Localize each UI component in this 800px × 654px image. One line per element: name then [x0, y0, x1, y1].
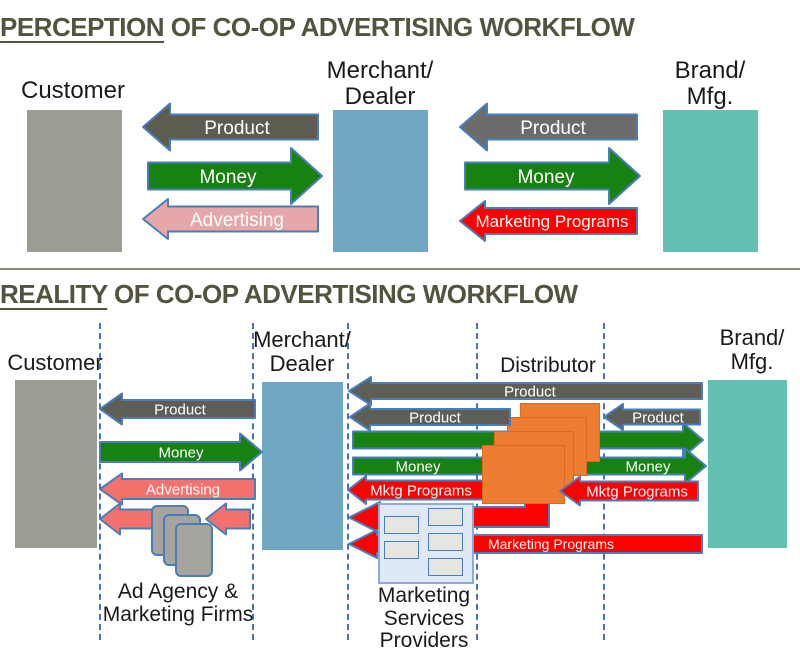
agency-doc-3	[175, 523, 213, 577]
r-product-long-label: Product	[504, 383, 557, 400]
r-mktg-left-label: Mktg Programs	[370, 482, 472, 499]
arrow-p-product-customer	[142, 102, 319, 152]
reality-title: REALITY OF CO-OP ADVERTISING WORKFLOW	[0, 279, 578, 310]
reality-merchant-box	[262, 382, 343, 550]
arrow-r-product-right	[603, 403, 701, 431]
r-money-bl-label: Money	[158, 444, 204, 461]
perception-title-underlined: PERCEPTION	[0, 12, 165, 42]
arrow-r-mktg-right	[559, 475, 699, 507]
reality-merchant-label: Merchant/ Dealer	[253, 327, 351, 376]
arrow-r-advertising-bl	[99, 472, 256, 506]
r-product-bl-label: Product	[154, 401, 207, 418]
r-money-lower-label: Money	[395, 458, 441, 475]
reality-customer-box	[15, 380, 97, 548]
arrow-r-product-mid	[349, 402, 511, 432]
p-product-customer-label: Product	[204, 118, 270, 139]
r-marketing-programs-long-label: Marketing Programs	[488, 536, 614, 552]
ad-agency-label: Ad Agency & Marketing Firms	[102, 580, 254, 626]
arrow-r-product-bl	[99, 392, 256, 426]
arrow-p-advertising	[142, 198, 319, 240]
arrow-p-product-brand	[459, 102, 638, 152]
arrow-r-money-bl	[99, 432, 263, 472]
p-product-brand-label: Product	[520, 118, 586, 139]
r-product-right-label: Product	[632, 409, 685, 426]
marketing-services-label: Marketing Services Providers	[377, 584, 471, 653]
reality-distributor-label: Distributor	[500, 354, 596, 377]
reality-brand-box	[708, 380, 787, 548]
arrow-p-money-brand	[464, 147, 641, 205]
arrow-r-agency-arrow-left	[99, 502, 153, 536]
msp-item-1	[384, 516, 419, 534]
r-product-mid-label: Product	[409, 409, 462, 426]
arrow-p-marketing-programs	[459, 200, 638, 242]
arrow-r-product-long	[348, 376, 703, 406]
reality-title-rest: OF CO-OP ADVERTISING WORKFLOW	[107, 279, 578, 309]
reality-customer-label: Customer	[7, 350, 103, 375]
p-money-brand-label: Money	[517, 167, 575, 188]
arrow-p-money-customer	[147, 147, 323, 205]
msp-item-5	[428, 558, 463, 576]
p-money-customer-label: Money	[199, 167, 257, 188]
p-advertising-label: Advertising	[190, 210, 284, 231]
msp-item-2	[384, 541, 419, 559]
arrow-r-mktg-left	[347, 475, 487, 505]
msp-item-3	[428, 508, 463, 526]
perception-title: PERCEPTION OF CO-OP ADVERTISING WORKFLOW	[0, 12, 635, 43]
distributor-card-4	[482, 445, 565, 504]
r-money-lower-2-label: Money	[625, 458, 671, 475]
section-divider	[0, 268, 800, 270]
perception-brand-label: Brand/ Mfg.	[674, 57, 746, 110]
perception-merchant-box	[333, 110, 428, 252]
perception-merchant-label: Merchant/ Dealer	[326, 57, 434, 110]
reality-title-underlined: REALITY	[0, 279, 108, 309]
perception-customer-box	[27, 110, 122, 252]
perception-brand-box	[663, 110, 758, 252]
r-advertising-bl-label: Advertising	[146, 481, 220, 498]
reality-brand-label: Brand/ Mfg.	[719, 325, 785, 374]
perception-customer-label: Customer	[20, 77, 126, 104]
p-marketing-programs-label: Marketing Programs	[475, 212, 628, 231]
perception-title-rest: OF CO-OP ADVERTISING WORKFLOW	[164, 12, 635, 42]
r-mktg-right-label: Mktg Programs	[586, 483, 688, 500]
msp-item-4	[428, 533, 463, 551]
